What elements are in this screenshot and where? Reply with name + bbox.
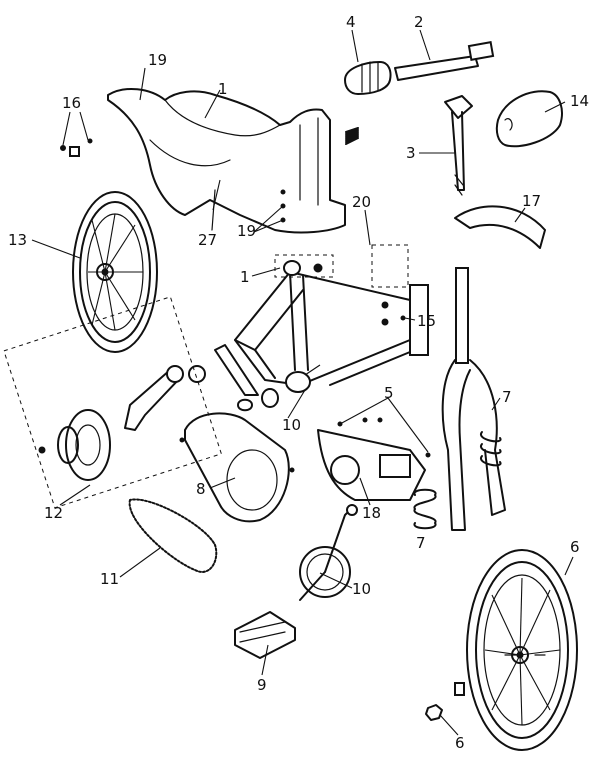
callout-10b: 10 [352,580,371,598]
callout-19: 19 [148,51,167,69]
seat-spring [345,127,359,145]
handlebar-stem [444,95,473,196]
callout-3: 3 [406,144,416,162]
drive-chain [128,498,218,573]
frame-hardware [237,388,279,412]
callout-9: 9 [257,676,267,694]
callout-5: 5 [384,384,394,402]
main-frame [214,271,429,396]
callout-6a: 6 [570,538,580,556]
callout-1: 1 [218,80,228,98]
crank-sprocket [299,504,358,601]
callout-4: 4 [346,13,356,31]
callout-15: 15 [417,312,436,330]
callout-10a: 10 [282,416,301,434]
chain-guard [179,412,295,523]
front-wheel [466,549,578,751]
fork-spring [413,488,437,530]
callout-13: 13 [8,231,27,249]
screw-set-16 [60,138,93,157]
callout-2: 2 [414,13,424,31]
motor-housing [317,417,431,501]
callout-27: 27 [198,231,217,249]
headset-dashed-group [371,244,409,288]
callout-18: 18 [362,504,381,522]
callout-6b: 6 [455,734,465,752]
callout-16: 16 [62,94,81,112]
callout-11: 11 [100,570,119,588]
callout-17: 17 [522,192,541,210]
callout-20: 20 [352,193,371,211]
training-wheel-assembly [3,296,222,509]
callout-14: 14 [570,92,589,110]
seat-body-shell [107,88,346,234]
leader-lines [31,29,574,736]
callout-8: 8 [196,480,206,498]
callout-labels: 4 2 19 1 16 14 3 20 17 27 19 13 1 15 5 7… [8,13,589,752]
callout-19b: 19 [237,222,256,240]
pedal [234,611,296,659]
callout-7b: 7 [416,534,426,552]
front-fender [454,205,546,249]
rear-wheel [72,191,158,353]
number-plate [495,90,563,148]
axle-nut-6 [425,682,465,721]
callout-12: 12 [44,504,63,522]
callout-1b: 1 [240,268,250,286]
handlebar-assembly [344,41,495,95]
callout-7a: 7 [502,388,512,406]
front-fork [441,267,506,531]
